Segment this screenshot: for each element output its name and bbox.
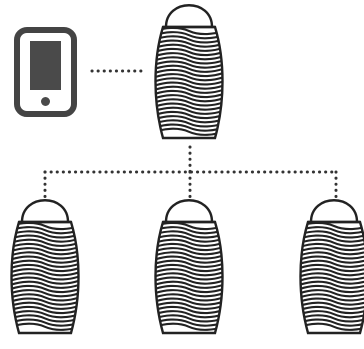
ribbed-speaker-icon	[149, 5, 229, 140]
ribbed-speaker-icon	[294, 200, 364, 335]
smartphone-icon	[14, 27, 77, 117]
ribbed-speaker-icon	[5, 200, 85, 335]
connector-lines	[43, 69, 338, 212]
ribbed-speaker-icon	[149, 200, 229, 335]
